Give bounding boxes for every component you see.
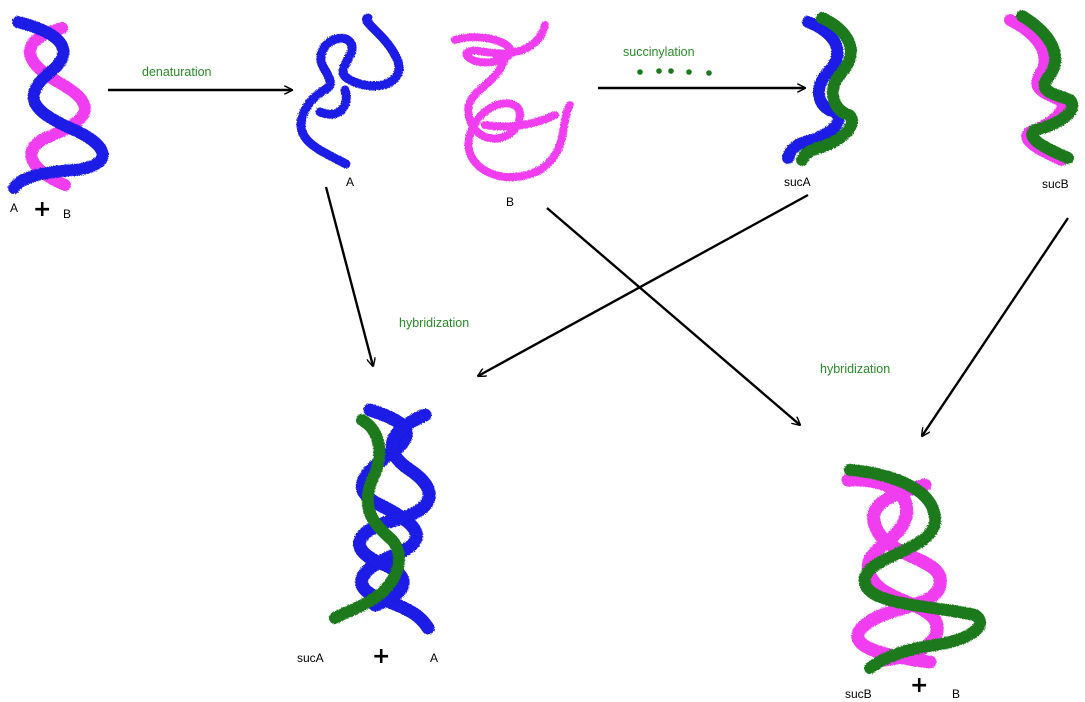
hybrid2-strand-sucb xyxy=(844,464,986,674)
hybrid2-strand-b2 xyxy=(851,478,947,669)
hybrid1-plus: + xyxy=(372,644,390,669)
denatured-label-a: A xyxy=(346,175,354,189)
suc-a-strand xyxy=(782,12,858,166)
hybrid-sucb-b xyxy=(841,464,986,674)
strand-b-native xyxy=(24,22,91,191)
hybridization-label-left: hybridization xyxy=(399,316,469,330)
suc-b-strand xyxy=(1004,10,1079,166)
succinylation-label: succinylation xyxy=(623,45,695,59)
native-label-a: A xyxy=(10,201,18,215)
denatured-strand-a xyxy=(296,13,404,169)
native-label-b: B xyxy=(63,207,71,221)
arrow-sucb-to-hybrid2 xyxy=(922,217,1069,436)
hybrid2-label-sucb: sucB xyxy=(845,687,872,701)
hybrid-suca-a xyxy=(329,403,436,635)
suc-b-label: sucB xyxy=(1042,177,1069,191)
arrow-a-to-hybrid1 xyxy=(324,186,373,366)
hybridization-label-right: hybridization xyxy=(820,362,890,376)
suc-a-label: sucA xyxy=(784,175,811,189)
native-duplex xyxy=(8,16,109,194)
strand-a-native xyxy=(8,16,109,194)
hybrid2-label-b: B xyxy=(952,687,960,701)
hybrid1-label-a: A xyxy=(430,651,438,665)
native-plus: + xyxy=(33,197,51,222)
succinyl-groups xyxy=(637,68,712,76)
arrow-b-to-hybrid2 xyxy=(546,207,800,425)
hybrid2-plus: + xyxy=(910,673,928,698)
hybrid1-strand-suca xyxy=(329,414,405,624)
denatured-strand-b xyxy=(451,21,574,182)
arrow-suca-to-hybrid1 xyxy=(478,193,809,376)
hybrid1-strand-a2 xyxy=(353,408,436,612)
denaturation-label: denaturation xyxy=(142,65,212,79)
denatured-label-b: B xyxy=(506,195,514,209)
hybrid1-label-suca: sucA xyxy=(297,651,324,665)
